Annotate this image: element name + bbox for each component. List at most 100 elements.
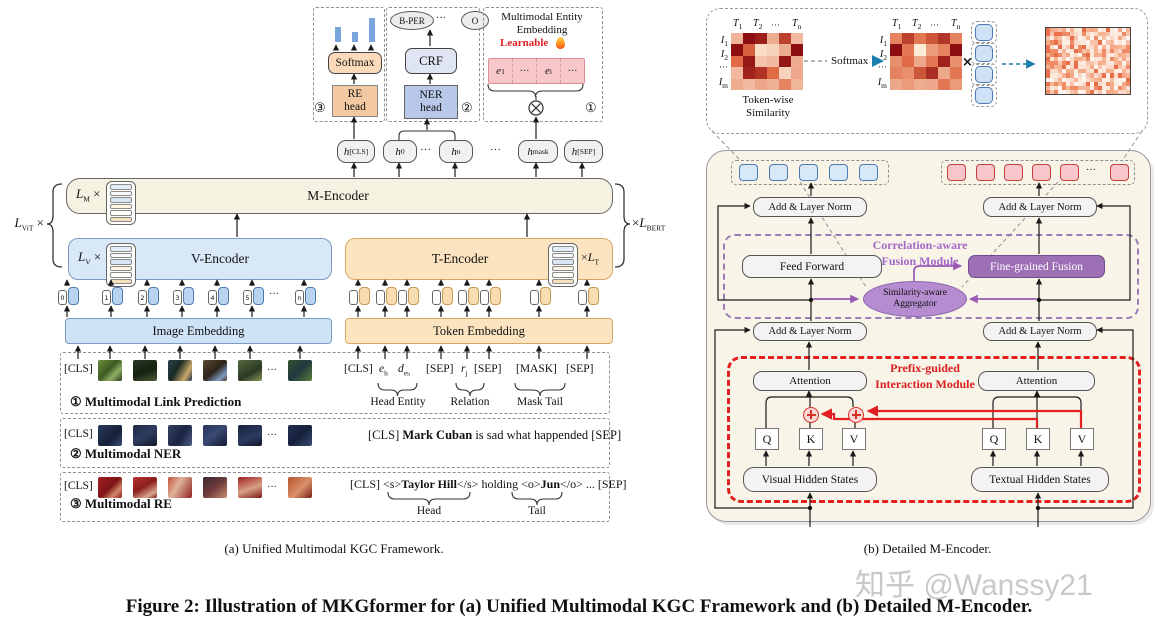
image-patch-pill: 1 bbox=[102, 287, 123, 305]
v-encoder-label: V-Encoder bbox=[191, 251, 249, 266]
position-id: 1 bbox=[102, 290, 111, 305]
image-thumb bbox=[203, 477, 227, 498]
textual-token bbox=[1032, 164, 1051, 181]
image-thumb bbox=[133, 360, 157, 381]
position-id: 4 bbox=[208, 290, 217, 305]
softmax-bar bbox=[352, 32, 358, 42]
image-patch-pill: 2 bbox=[138, 287, 159, 305]
embedding-pill bbox=[112, 287, 123, 305]
visual-hidden-states-box: Visual Hidden States bbox=[743, 467, 877, 492]
m-encoder-mult: LM × bbox=[76, 186, 101, 204]
embedding-pill bbox=[305, 287, 316, 305]
encoder-layers-icon bbox=[106, 181, 136, 225]
dots: ··· bbox=[420, 144, 431, 156]
task2-label: ② Multimodal NER bbox=[70, 446, 182, 461]
text-token-pill bbox=[480, 287, 501, 305]
group-label: Mask Tail bbox=[517, 396, 563, 408]
multiply-symbol: × bbox=[962, 55, 973, 70]
softmax-bar bbox=[369, 18, 375, 42]
token: eh bbox=[379, 363, 388, 378]
position-id: 5 bbox=[243, 290, 252, 305]
key-box: K bbox=[799, 428, 823, 450]
text-token-pill bbox=[398, 287, 419, 305]
dots: ··· bbox=[490, 144, 501, 156]
task1-box bbox=[60, 352, 610, 414]
row-label: I2 bbox=[879, 49, 887, 62]
textual-hidden-states-box: Textual Hidden States bbox=[971, 467, 1109, 492]
value-vector-cell bbox=[975, 66, 993, 83]
image-patch-pill: 5 bbox=[243, 287, 264, 305]
dots: ··· bbox=[771, 20, 780, 30]
softmax-label: Softmax bbox=[831, 55, 869, 67]
row-label: I1 bbox=[879, 35, 887, 48]
cls-label: [CLS] bbox=[64, 363, 93, 375]
value-box: V bbox=[1070, 428, 1094, 450]
position-id bbox=[349, 290, 358, 305]
image-embedding-box: Image Embedding bbox=[65, 318, 332, 344]
dots: ··· bbox=[1086, 165, 1096, 176]
textual-token bbox=[1060, 164, 1079, 181]
image-thumb bbox=[98, 425, 122, 446]
lbert-mult-label: ×LBERT bbox=[632, 215, 666, 233]
text-token-pill bbox=[432, 287, 453, 305]
similarity-detail-box bbox=[706, 8, 1148, 134]
learnable-label: Learnable bbox=[500, 37, 549, 49]
value-vector-cell bbox=[975, 87, 993, 104]
textual-token bbox=[976, 164, 995, 181]
softmax-heatmap bbox=[890, 33, 962, 90]
circle-2-label: ② bbox=[461, 100, 473, 115]
embedding-pill bbox=[386, 287, 397, 305]
position-id bbox=[480, 290, 489, 305]
embedding-pill bbox=[359, 287, 370, 305]
position-id: n bbox=[295, 290, 304, 305]
fire-icon bbox=[556, 37, 565, 49]
image-thumb bbox=[288, 477, 312, 498]
t-encoder-mult: ×LT bbox=[581, 250, 600, 267]
group-label: Relation bbox=[450, 396, 490, 408]
ner-branch-box bbox=[386, 7, 480, 122]
row-label: I2 bbox=[720, 49, 728, 62]
textual-token bbox=[947, 164, 966, 181]
image-thumb bbox=[133, 425, 157, 446]
embedding-pill bbox=[490, 287, 501, 305]
image-thumb bbox=[98, 477, 122, 498]
caption-b: (b) Detailed M-Encoder. bbox=[863, 541, 992, 556]
dots: ··· bbox=[267, 482, 277, 493]
group-label: Head Entity bbox=[370, 396, 426, 408]
dots: ··· bbox=[930, 20, 939, 30]
image-thumb bbox=[238, 425, 262, 446]
attention-box: Attention bbox=[978, 371, 1095, 391]
lvit-mult-label: LViT × bbox=[14, 215, 44, 233]
token: deₕ bbox=[398, 363, 411, 378]
text-token-pill bbox=[578, 287, 599, 305]
bio-tag: B-PER bbox=[390, 11, 434, 30]
v-encoder-mult: LV × bbox=[78, 249, 102, 267]
circle-3-label: ③ bbox=[314, 100, 326, 115]
embedding-pill bbox=[442, 287, 453, 305]
position-id: 2 bbox=[138, 290, 147, 305]
fusion-module-label-line2: Fusion Module bbox=[881, 254, 959, 268]
embedding-pill bbox=[148, 287, 159, 305]
embedding-pill bbox=[540, 287, 551, 305]
position-id bbox=[398, 290, 407, 305]
entity-cell-dots: ··· bbox=[513, 59, 537, 83]
value-vector-outline bbox=[971, 42, 997, 65]
softmax-box: Softmax bbox=[328, 52, 382, 74]
image-thumb bbox=[288, 425, 312, 446]
heatmap-caption-line2: Similarity bbox=[746, 107, 790, 119]
textual-token bbox=[1110, 164, 1129, 181]
value-vector-outline bbox=[971, 84, 997, 107]
dots: ··· bbox=[719, 62, 728, 72]
image-thumb bbox=[133, 477, 157, 498]
interaction-module-label-line2: Interaction Module bbox=[875, 377, 975, 391]
visual-token bbox=[739, 164, 758, 181]
image-thumb bbox=[288, 360, 312, 381]
visual-token bbox=[859, 164, 878, 181]
